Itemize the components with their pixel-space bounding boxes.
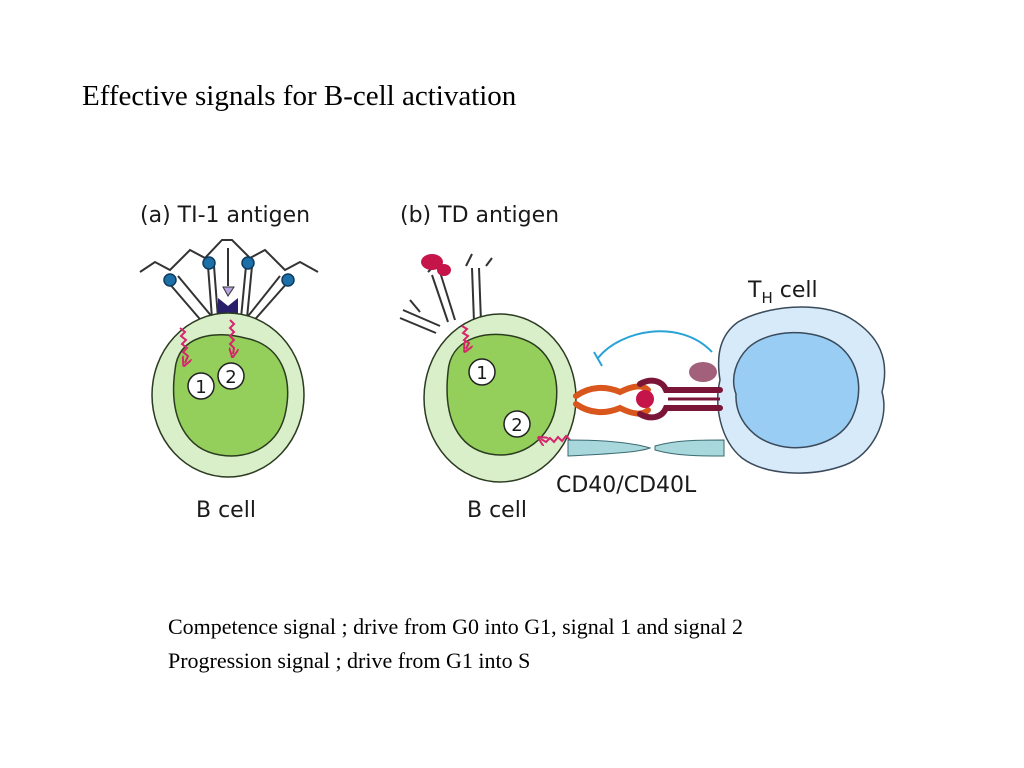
panel-a: (a) TI-1 antigen 1 xyxy=(139,203,319,523)
antigen-epitope xyxy=(241,256,255,270)
tcr-molecule xyxy=(637,377,723,393)
th-cell-nucleus xyxy=(732,331,860,449)
antigen-epitope xyxy=(202,256,216,270)
b-cell-label: B cell xyxy=(467,498,527,523)
competence-signal-note: Competence signal ; drive from G0 into G… xyxy=(168,614,743,639)
slide-title: Effective signals for B-cell activation xyxy=(82,80,517,112)
mitogen-icon xyxy=(222,286,235,297)
notes: Competence signal ; drive from G0 into G… xyxy=(168,610,743,678)
signal-2-circle xyxy=(503,410,531,438)
cytokine-link-bar xyxy=(593,351,603,367)
b-cell-nucleus xyxy=(172,333,289,457)
th-cell-label: TH cell xyxy=(747,278,818,307)
antigen-epitope xyxy=(163,273,177,287)
panel-b: (b) TD antigen 1 2 xyxy=(399,203,886,523)
signal-1-circle xyxy=(187,372,215,400)
signal-1-arrow xyxy=(179,327,188,363)
b-cell-receptors xyxy=(399,253,493,334)
signal-1-arrow xyxy=(461,325,469,349)
progression-signal-note: Progression signal ; drive from G1 into … xyxy=(168,648,531,673)
cd40l-molecule xyxy=(654,439,725,457)
signal-2-arrow xyxy=(230,319,234,354)
cytokine-link-arc xyxy=(597,330,713,359)
signal-1-circle xyxy=(468,358,496,386)
peptide-icon xyxy=(636,390,654,408)
ti1-antigen-receptor-array xyxy=(139,239,319,326)
panel-b-heading: (b) TD antigen xyxy=(400,203,559,228)
mhc-molecule xyxy=(573,383,651,399)
signal-1-label: 1 xyxy=(195,377,206,398)
signal-2-circle xyxy=(217,362,245,390)
signal-2-label: 2 xyxy=(511,415,522,436)
signal-1-label: 1 xyxy=(476,363,487,384)
cd40-cd40l-label: CD40/CD40L xyxy=(556,473,697,498)
b-cell-label: B cell xyxy=(196,498,256,523)
tcr-molecule xyxy=(637,405,723,421)
panel-a-heading: (a) TI-1 antigen xyxy=(140,203,310,228)
antigen-epitope xyxy=(281,273,295,287)
td-antigen-icon xyxy=(421,254,443,270)
signal-2-arrow xyxy=(541,434,571,442)
signal-2-label: 2 xyxy=(225,367,236,388)
mhc-molecule xyxy=(573,401,651,417)
cytokine-icon xyxy=(689,362,717,382)
b-cell-nucleus xyxy=(446,333,558,456)
cd40-molecule xyxy=(567,439,652,457)
td-antigen-icon xyxy=(437,264,451,276)
